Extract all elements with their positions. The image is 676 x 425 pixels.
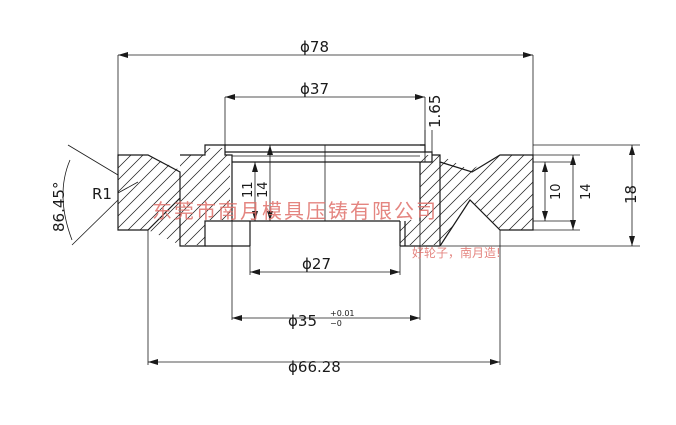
dim-seat-tol-lower: −0 — [330, 319, 342, 328]
part-outline — [117, 144, 534, 247]
dim-seat-diameter: ϕ35 — [288, 312, 317, 330]
dim-inner-diameter: ϕ27 — [302, 255, 331, 273]
hatch-line — [157, 148, 230, 245]
hatch-line — [118, 148, 207, 245]
hatch-line — [118, 148, 159, 245]
dim-radius: R1 — [92, 185, 112, 203]
hatch-line — [181, 148, 230, 245]
hatch-line — [551, 140, 671, 260]
hatch-line — [169, 148, 230, 245]
arrowheads — [118, 52, 635, 365]
watermark-company: 东莞市南月模具压铸有限公司 — [152, 199, 438, 223]
dim-groove-depth: 1.65 — [426, 95, 444, 128]
dim-bore-diameter: ϕ37 — [300, 80, 329, 98]
watermark-slogan: 好轮子，南月造! — [412, 245, 501, 260]
hatch-line — [400, 155, 456, 245]
hatch-line — [400, 155, 444, 245]
dim-outer-diameter: ϕ78 — [300, 38, 329, 56]
dim-height-14-right: 14 — [579, 183, 594, 200]
hatch-line — [118, 148, 171, 245]
hatch-line — [418, 155, 533, 245]
dim-angle: 86.45° — [50, 182, 68, 232]
dim-seat-tol-upper: +0.01 — [330, 309, 355, 318]
hatch-line — [400, 155, 516, 245]
hatch-line — [118, 148, 147, 245]
dim-groove-diameter: ϕ66.28 — [288, 358, 341, 376]
dim-height-10: 10 — [549, 183, 564, 200]
dim-height-18: 18 — [622, 185, 640, 204]
hatch-line — [406, 155, 528, 245]
dimension-lines — [62, 54, 640, 365]
hatch-line — [466, 155, 533, 245]
dim-height-11: 11 — [241, 181, 256, 198]
dim-height-14-left: 14 — [256, 181, 271, 198]
hatch-line — [118, 148, 135, 245]
hatch-line — [118, 148, 219, 245]
